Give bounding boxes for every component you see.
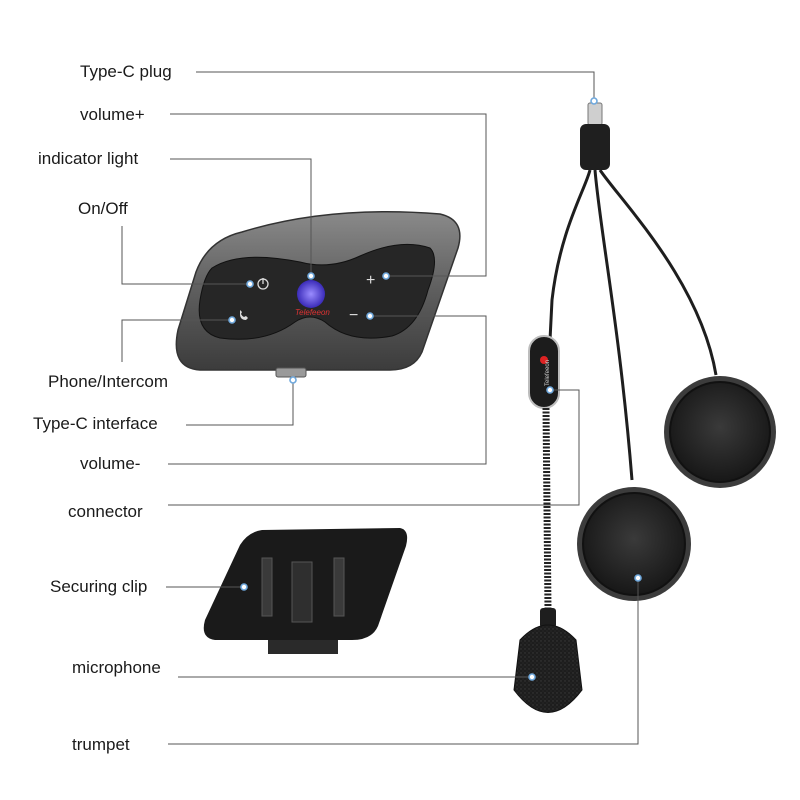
indicator-led-icon[interactable]	[297, 280, 325, 308]
minus-icon[interactable]: −	[349, 307, 358, 324]
type-c-port	[275, 367, 307, 378]
label-on-off: On/Off	[78, 199, 128, 218]
label-connector: connector	[68, 502, 143, 521]
connector: Telefeeon	[528, 335, 560, 409]
mic-neck	[540, 608, 556, 628]
intercom-device: Telefeeon + −	[175, 211, 461, 378]
speaker-left	[577, 487, 691, 601]
power-icon[interactable]	[257, 278, 269, 290]
speaker-right	[664, 376, 776, 488]
label-type-c-interface: Type-C interface	[33, 414, 158, 433]
cables	[548, 169, 718, 481]
label-microphone: microphone	[72, 658, 161, 677]
plus-icon[interactable]: +	[366, 272, 375, 289]
label-trumpet: trumpet	[72, 735, 130, 754]
label-indicator-light: indicator light	[38, 149, 139, 168]
label-securing-clip: Securing clip	[50, 577, 148, 596]
connector-logo-icon	[540, 356, 548, 364]
label-volume-plus: volume+	[80, 105, 145, 124]
leader-lines	[121, 71, 639, 745]
securing-clip-shape	[203, 528, 408, 654]
connector-brand: Telefeeon	[545, 360, 551, 386]
device-brand: Telefeeon	[295, 308, 330, 317]
microphone-foam	[513, 624, 583, 713]
phone-icon[interactable]	[240, 310, 248, 320]
type-c-plug	[580, 102, 610, 170]
gooseneck	[542, 407, 552, 611]
label-volume-minus: volume-	[80, 454, 141, 473]
label-type-c-plug: Type-C plug	[80, 62, 172, 81]
label-phone-intercom: Phone/Intercom	[48, 372, 169, 391]
leader-dots	[228, 97, 642, 681]
